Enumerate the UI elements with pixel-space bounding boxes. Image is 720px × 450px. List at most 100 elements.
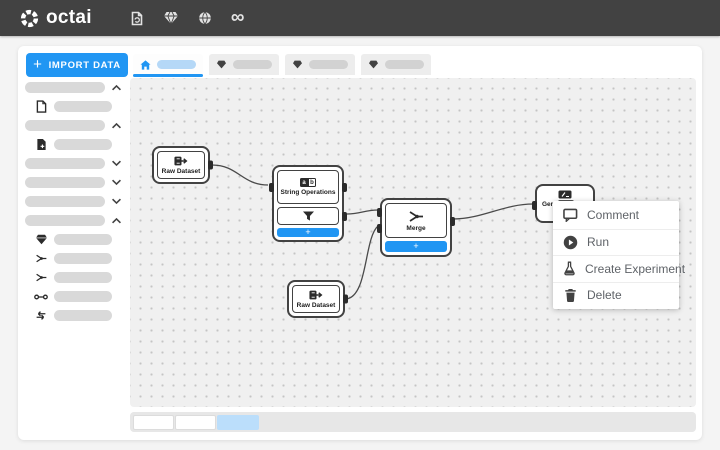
topbar-nav-icons: ∞ (130, 6, 245, 28)
top-bar: octai ∞ (0, 0, 720, 36)
edge-raw1-stringops[interactable] (211, 164, 269, 186)
filter-icon (302, 210, 315, 222)
main-panel: + IMPORT DATA (18, 46, 702, 440)
sidebar-item-diamond[interactable] (18, 234, 126, 246)
merge-card[interactable]: Merge (385, 203, 447, 238)
node-group-merge[interactable]: Merge + (377, 198, 455, 257)
link-icon (34, 292, 48, 302)
merge-icon (34, 253, 48, 264)
sidebar-item-loop[interactable] (18, 310, 126, 322)
diamond-icon (292, 60, 303, 69)
trash-icon (563, 288, 578, 303)
import-data-label: IMPORT DATA (48, 59, 121, 71)
diamond-icon (368, 60, 379, 69)
octai-logo-icon (20, 9, 39, 28)
document-sync-icon[interactable] (130, 11, 144, 26)
edge-raw2-merge[interactable] (345, 225, 379, 300)
input-port-2[interactable] (377, 224, 382, 233)
letter-b: b (308, 178, 316, 187)
add-operation-button[interactable]: + (277, 228, 339, 237)
node-label: String Operations (280, 189, 336, 196)
canvas-bottom-scrollbar[interactable] (130, 412, 696, 432)
item-label-skeleton (54, 310, 112, 322)
context-menu-label: Delete (587, 288, 622, 303)
comment-icon (563, 208, 578, 223)
item-label-skeleton (54, 234, 112, 246)
letter-a: a (300, 178, 308, 187)
context-menu-label: Comment (587, 208, 640, 223)
edge-merge-gen[interactable] (452, 203, 534, 220)
output-port-filter[interactable] (342, 212, 347, 221)
sidebar-group-6[interactable] (18, 215, 126, 227)
output-port[interactable] (343, 294, 348, 304)
tab-title-skeleton (385, 60, 424, 69)
home-icon (140, 59, 151, 70)
plus-icon: + (33, 56, 43, 73)
output-port[interactable] (208, 160, 213, 170)
context-menu-item-delete[interactable]: Delete (553, 281, 679, 309)
scroll-segment-active[interactable] (216, 414, 259, 430)
sidebar-item-merge[interactable] (18, 253, 126, 265)
sidebar-group-1[interactable] (18, 82, 126, 94)
node-library-sidebar (18, 82, 126, 322)
edge-stringops-merge[interactable] (346, 209, 379, 215)
input-port-1[interactable] (377, 208, 382, 217)
experiment-flask-icon (563, 261, 576, 276)
sidebar-group-3[interactable] (18, 158, 126, 170)
context-menu-item-run[interactable]: Run (553, 228, 679, 256)
tab-pipeline-2[interactable] (209, 54, 279, 75)
group-label-skeleton (25, 196, 105, 208)
input-port[interactable] (269, 183, 274, 192)
chevron-up-icon[interactable] (111, 216, 122, 225)
sidebar-group-4[interactable] (18, 177, 126, 189)
chevron-down-icon[interactable] (111, 178, 122, 187)
context-menu-item-create-experiment[interactable]: Create Experiment (553, 255, 685, 282)
sidebar-group-5[interactable] (18, 196, 126, 208)
chevron-up-icon[interactable] (111, 83, 122, 92)
globe-icon[interactable] (198, 11, 212, 25)
node-label: Merge (406, 224, 426, 232)
node-raw-dataset-1[interactable]: Raw Dataset (152, 146, 213, 184)
document-icon (34, 100, 48, 113)
raw-dataset-card[interactable]: Raw Dataset (157, 151, 205, 179)
group-label-skeleton (25, 120, 105, 132)
item-label-skeleton (54, 291, 112, 303)
sidebar-group-2[interactable] (18, 120, 126, 132)
add-operation-button[interactable]: + (385, 241, 447, 252)
group-label-skeleton (25, 82, 105, 94)
tab-home[interactable] (133, 54, 203, 77)
tab-pipeline-3[interactable] (285, 54, 355, 75)
group-label-skeleton (25, 158, 105, 170)
infinity-icon[interactable]: ∞ (230, 6, 245, 28)
import-data-button[interactable]: + IMPORT DATA (26, 53, 128, 77)
filter-card[interactable] (277, 207, 339, 225)
output-port[interactable] (342, 183, 347, 192)
tab-title-skeleton (309, 60, 348, 69)
chevron-down-icon[interactable] (111, 159, 122, 168)
diamond-icon[interactable] (163, 11, 179, 25)
output-port[interactable] (450, 217, 455, 226)
scroll-segment[interactable] (174, 414, 216, 430)
app-logo[interactable]: octai (20, 7, 92, 29)
app-title: octai (46, 7, 92, 28)
sidebar-item-link[interactable] (18, 291, 126, 303)
scroll-segment[interactable] (132, 414, 174, 430)
chevron-up-icon[interactable] (111, 121, 122, 130)
sidebar-item-dataset[interactable] (18, 139, 126, 151)
tab-title-skeleton (233, 60, 272, 69)
chevron-down-icon[interactable] (111, 197, 122, 206)
sidebar-item-document[interactable] (18, 100, 126, 113)
tab-title-skeleton (157, 60, 196, 69)
diamond-icon (216, 60, 227, 69)
tab-pipeline-4[interactable] (361, 54, 431, 75)
input-port[interactable] (532, 201, 537, 210)
sidebar-item-merge-2[interactable] (18, 272, 126, 284)
group-label-skeleton (25, 215, 105, 227)
context-menu-item-comment[interactable]: Comment (553, 202, 679, 229)
item-label-skeleton (54, 101, 112, 113)
node-raw-dataset-2[interactable]: Raw Dataset (287, 280, 348, 318)
raw-dataset-card[interactable]: Raw Dataset (292, 285, 340, 313)
